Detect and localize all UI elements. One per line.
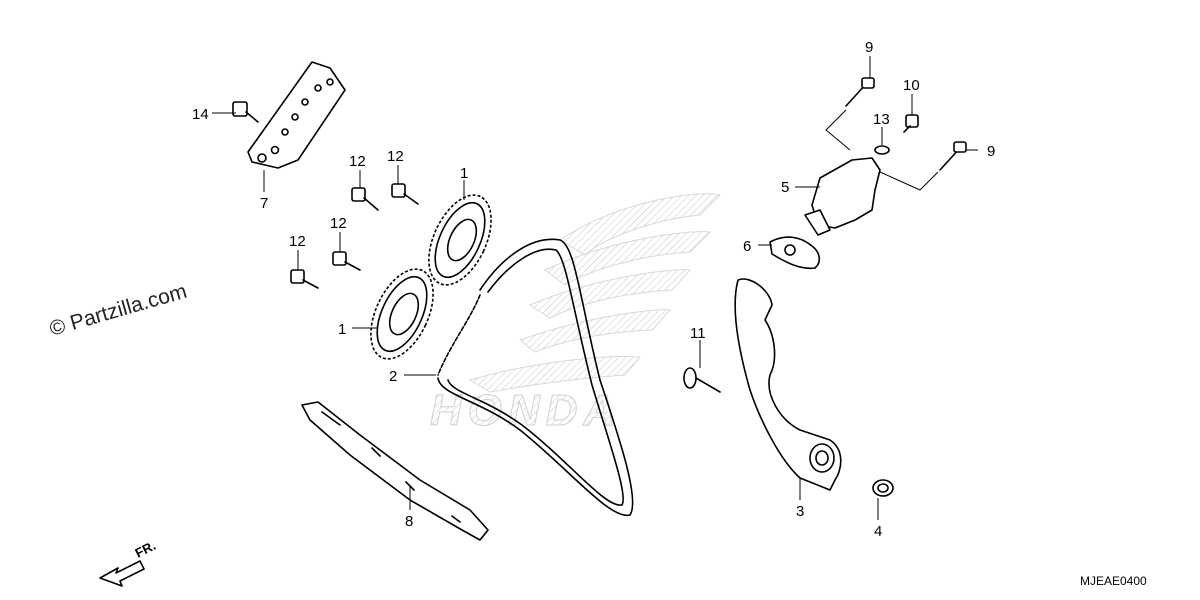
part-7-plate	[247, 61, 346, 169]
callout-9-a: 9	[865, 39, 873, 56]
callout-13: 13	[873, 111, 890, 128]
part-3-tensioner-arm	[734, 278, 842, 491]
partzilla-watermark: © Partzilla.com	[47, 280, 189, 341]
callout-5: 5	[781, 179, 789, 196]
part-14-bolt	[232, 101, 259, 123]
part-6-gasket	[769, 236, 821, 270]
callout-4: 4	[874, 523, 882, 540]
callout-11: 11	[690, 325, 706, 342]
part-5-cam-chain-tensioner	[804, 157, 881, 236]
front-arrow-icon	[99, 560, 145, 587]
callout-2: 2	[389, 368, 397, 385]
callout-12-b: 12	[387, 148, 404, 165]
part-9-bolt-right	[939, 141, 967, 171]
callout-12-a: 12	[349, 153, 366, 170]
callout-12-c: 12	[330, 215, 347, 232]
callout-1-b: 1	[338, 321, 346, 338]
callout-10: 10	[903, 77, 920, 94]
background-honda-wing-logo: HONDA	[430, 193, 721, 436]
part-11-bolt	[683, 367, 721, 393]
part-8-cam-chain-guide	[301, 401, 489, 541]
part-9-bolt-upper	[845, 77, 875, 107]
callout-7: 7	[260, 195, 268, 212]
part-12-bolt-a	[351, 187, 379, 211]
callout-3: 3	[796, 503, 804, 520]
part-1-cam-sprocket-upper	[428, 194, 492, 286]
part-13-washer	[874, 145, 890, 155]
part-4-collar	[872, 479, 894, 497]
background-logo-text: HONDA	[430, 386, 621, 435]
diagram-code: MJEAE0400	[1080, 574, 1147, 588]
callout-6: 6	[743, 238, 751, 255]
part-12-bolt-b	[391, 183, 419, 205]
leader-lines	[212, 56, 978, 520]
front-indicator-label: FR.	[133, 538, 158, 561]
part-12-bolt-c	[332, 251, 361, 271]
part-2-cam-chain	[437, 238, 634, 517]
callout-1-a: 1	[460, 165, 468, 182]
part-12-bolt-d	[290, 269, 319, 289]
callout-12-d: 12	[289, 233, 306, 250]
callout-labels: 14 7 12 12 12 12 1 1 2 8 3 4 11 5 6 9 9 …	[192, 39, 995, 540]
part-1-cam-sprocket-lower	[370, 268, 434, 360]
callout-9-b: 9	[987, 143, 995, 160]
callout-8: 8	[405, 513, 413, 530]
front-direction-indicator: FR.	[99, 538, 158, 587]
part-10-bolt	[903, 114, 919, 133]
callout-14: 14	[192, 106, 209, 123]
